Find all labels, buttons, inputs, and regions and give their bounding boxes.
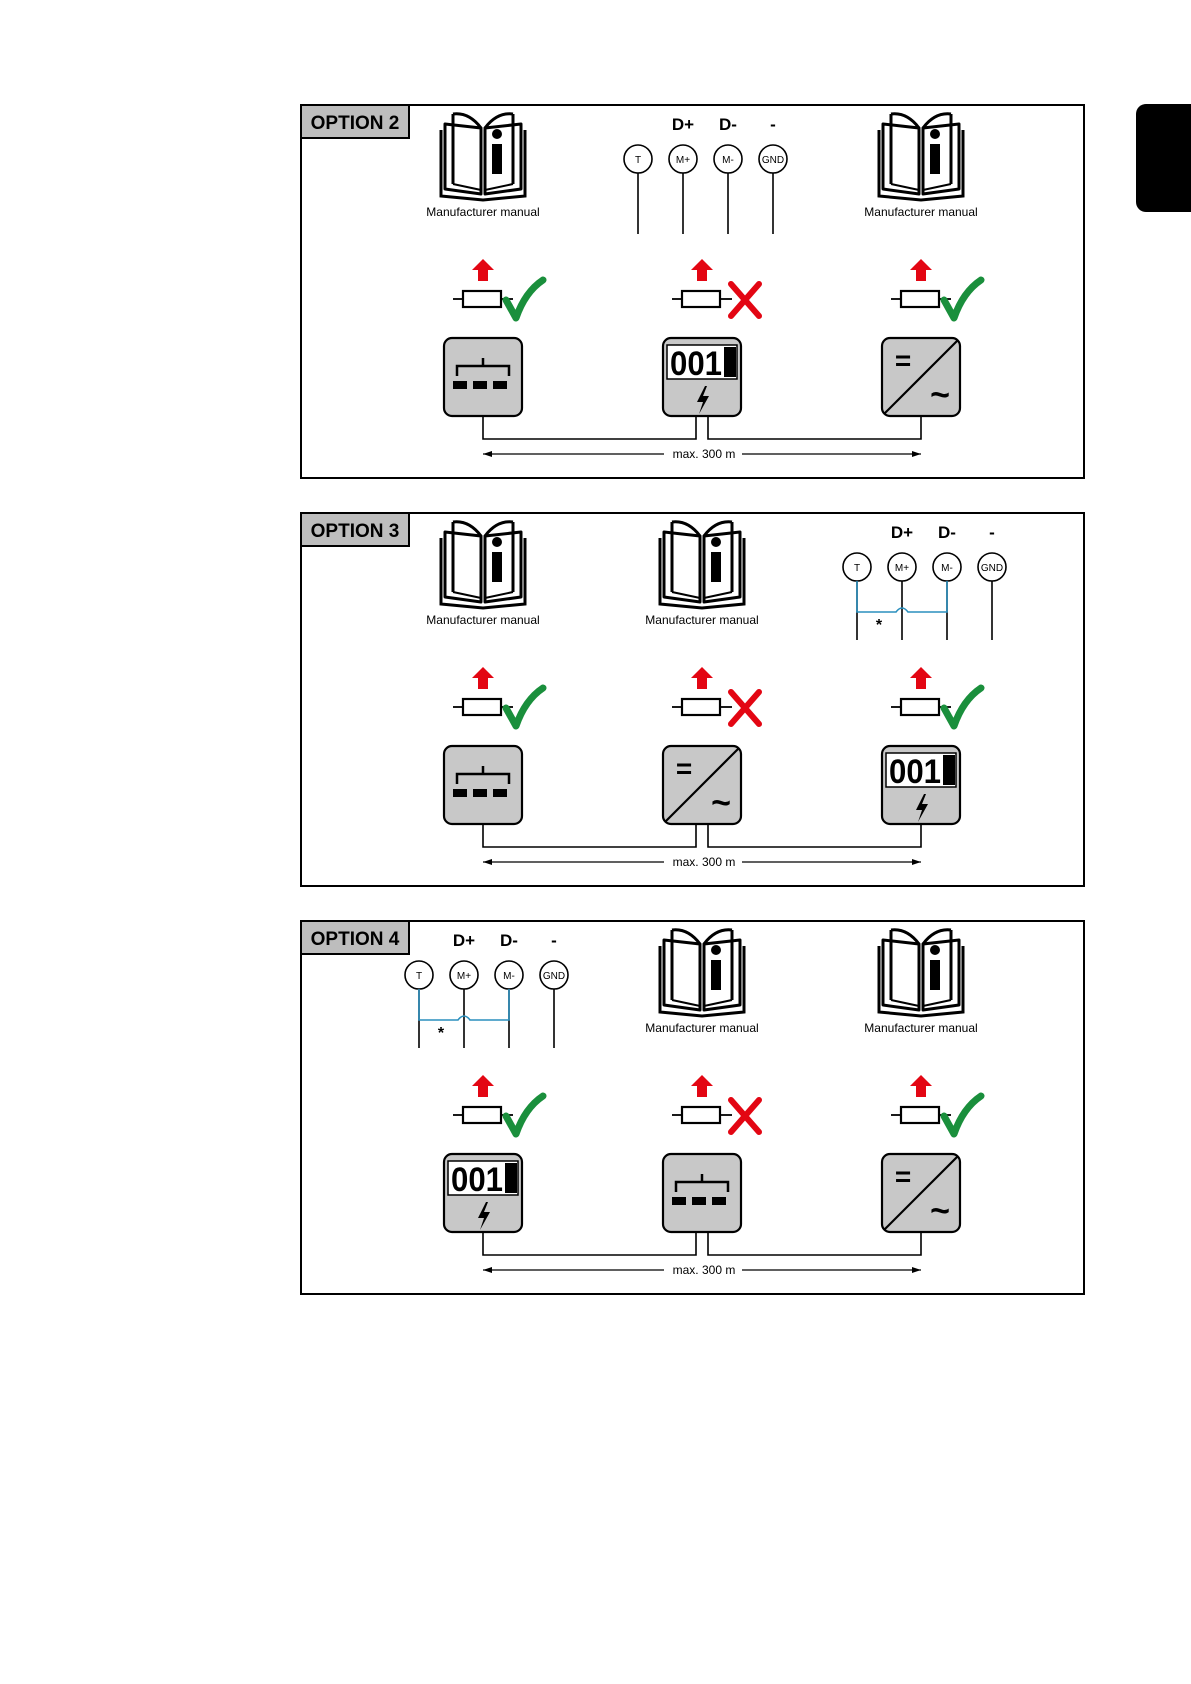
- resistor-icon: [901, 1107, 939, 1123]
- network-port-icon: [493, 789, 507, 797]
- manual-label: Manufacturer manual: [426, 205, 539, 219]
- info-dot-icon: [492, 537, 502, 547]
- bus-label-ground: -: [770, 115, 776, 134]
- dc-symbol: =: [676, 753, 692, 784]
- option-diagram: OPTION 3 Manufacturer manual Manufacturer …: [300, 512, 1085, 887]
- option-title: OPTION 2: [311, 113, 400, 134]
- resistor-icon: [682, 1107, 720, 1123]
- ac-symbol: ~: [711, 784, 731, 822]
- terminal-t-label: T: [635, 155, 641, 166]
- info-stem-icon: [930, 144, 940, 174]
- option-title: OPTION 3: [311, 521, 400, 542]
- bridge-note: *: [876, 617, 883, 634]
- info-dot-icon: [930, 129, 940, 139]
- bridge-note: *: [438, 1025, 445, 1042]
- info-stem-icon: [492, 144, 502, 174]
- option-title-badge: OPTION 2: [301, 105, 409, 138]
- bus-label-d-plus: D+: [891, 523, 913, 542]
- terminal-t-label: T: [854, 563, 860, 574]
- info-stem-icon: [930, 960, 940, 990]
- meter-digits: 001: [451, 1161, 503, 1199]
- info-dot-icon: [492, 129, 502, 139]
- network-port-icon: [473, 381, 487, 389]
- energy-meter-device: 001: [882, 746, 960, 824]
- network-port-icon: [672, 1197, 686, 1205]
- meter-roller-icon: [505, 1163, 517, 1193]
- inverter-device: =~: [882, 338, 960, 416]
- terminal-m-plus-label: M+: [457, 971, 471, 982]
- info-dot-icon: [711, 945, 721, 955]
- option-title-badge: OPTION 4: [301, 921, 409, 954]
- ac-symbol: ~: [930, 1192, 950, 1230]
- terminal-m-minus-label: M-: [503, 971, 515, 982]
- datamanager-device: [444, 746, 522, 824]
- info-stem-icon: [711, 552, 721, 582]
- datamanager-device: [663, 1154, 741, 1232]
- option-title: OPTION 4: [311, 929, 400, 950]
- network-port-icon: [453, 789, 467, 797]
- terminal-m-plus-label: M+: [676, 155, 690, 166]
- terminal-m-minus-label: M-: [722, 155, 734, 166]
- resistor-icon: [901, 291, 939, 307]
- network-port-icon: [493, 381, 507, 389]
- bus-label-ground: -: [551, 931, 557, 950]
- distance-label: max. 300 m: [673, 855, 736, 869]
- info-dot-icon: [711, 537, 721, 547]
- resistor-icon: [463, 699, 501, 715]
- manual-label: Manufacturer manual: [864, 1021, 977, 1035]
- resistor-icon: [463, 291, 501, 307]
- network-port-icon: [692, 1197, 706, 1205]
- network-port-icon: [453, 381, 467, 389]
- terminal-t-label: T: [416, 971, 422, 982]
- manual-label: Manufacturer manual: [426, 613, 539, 627]
- manual-label: Manufacturer manual: [864, 205, 977, 219]
- terminal-m-minus-label: M-: [941, 563, 953, 574]
- meter-digits: 001: [889, 753, 941, 791]
- manual-label: Manufacturer manual: [645, 613, 758, 627]
- info-stem-icon: [711, 960, 721, 990]
- resistor-icon: [901, 699, 939, 715]
- energy-meter-device: 001: [663, 338, 741, 416]
- terminal-gnd-label: GND: [981, 563, 1003, 574]
- distance-label: max. 300 m: [673, 1263, 736, 1277]
- bus-label-d-plus: D+: [672, 115, 694, 134]
- meter-display: 001: [667, 345, 737, 383]
- info-dot-icon: [930, 945, 940, 955]
- network-port-icon: [712, 1197, 726, 1205]
- energy-meter-device: 001: [444, 1154, 522, 1232]
- option-2-panel: OPTION 2 Manufacturer manual D+ D- - T M+ M- GND…: [300, 104, 1085, 479]
- option-4-panel: OPTION 4 D+ D- - T M+ M- GND * 001 Manufacturer ma…: [300, 920, 1085, 1295]
- inverter-device: =~: [663, 746, 741, 824]
- meter-roller-icon: [724, 347, 736, 377]
- distance-label: max. 300 m: [673, 447, 736, 461]
- bus-label-ground: -: [989, 523, 995, 542]
- bus-label-d-minus: D-: [500, 931, 518, 950]
- resistor-icon: [463, 1107, 501, 1123]
- dc-symbol: =: [895, 345, 911, 376]
- manual-label: Manufacturer manual: [645, 1021, 758, 1035]
- option-diagram: OPTION 4 D+ D- - T M+ M- GND * 001 Manufacturer ma…: [300, 920, 1085, 1295]
- resistor-icon: [682, 699, 720, 715]
- bus-label-d-plus: D+: [453, 931, 475, 950]
- bus-label-d-minus: D-: [719, 115, 737, 134]
- bus-label-d-minus: D-: [938, 523, 956, 542]
- option-title-badge: OPTION 3: [301, 513, 409, 546]
- meter-display: 001: [886, 753, 956, 791]
- terminal-gnd-label: GND: [543, 971, 565, 982]
- meter-roller-icon: [943, 755, 955, 785]
- option-diagram: OPTION 2 Manufacturer manual D+ D- - T M+ M- GND…: [300, 104, 1085, 479]
- option-3-panel: OPTION 3 Manufacturer manual Manufacturer …: [300, 512, 1085, 887]
- meter-digits: 001: [670, 345, 722, 383]
- inverter-device: =~: [882, 1154, 960, 1232]
- terminal-gnd-label: GND: [762, 155, 784, 166]
- ac-symbol: ~: [930, 376, 950, 414]
- dc-symbol: =: [895, 1161, 911, 1192]
- info-stem-icon: [492, 552, 502, 582]
- datamanager-device: [444, 338, 522, 416]
- resistor-icon: [682, 291, 720, 307]
- section-tab-marker: [1136, 104, 1191, 212]
- network-port-icon: [473, 789, 487, 797]
- terminal-m-plus-label: M+: [895, 563, 909, 574]
- meter-display: 001: [448, 1161, 518, 1199]
